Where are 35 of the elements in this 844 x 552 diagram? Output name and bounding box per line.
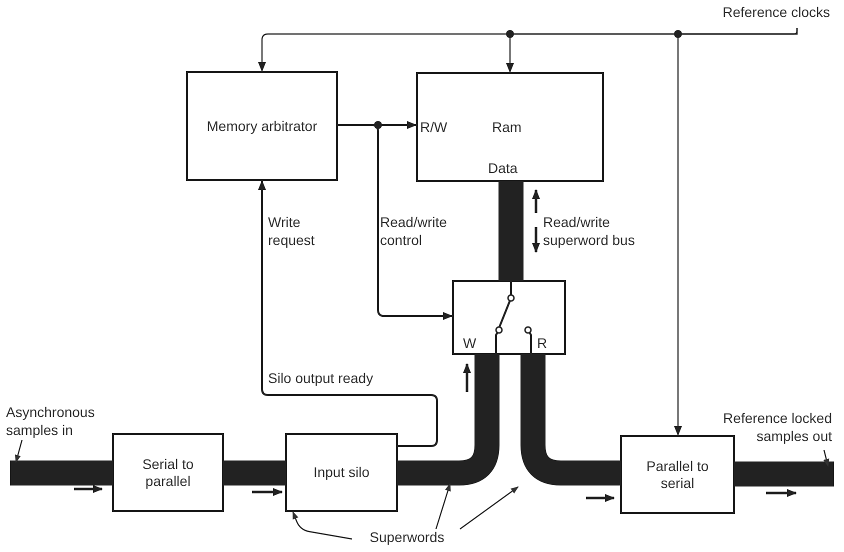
output-label: Reference locked samples out <box>723 410 832 444</box>
data-bus <box>735 462 834 486</box>
port-label: R/W <box>420 119 448 136</box>
data-bus <box>224 460 285 486</box>
process-box <box>285 433 398 512</box>
switch-box <box>452 280 566 355</box>
box-text: Input silo <box>313 464 370 481</box>
data-bus <box>498 182 524 280</box>
input-label: Asynchronous samples in <box>6 404 95 438</box>
process-box <box>620 435 735 514</box>
process-box <box>112 433 224 512</box>
signal-label: Read/write control <box>380 214 448 249</box>
signal-label: Silo output ready <box>268 370 374 388</box>
port-label: Data <box>488 160 518 177</box>
leader-line <box>435 483 451 530</box>
port-label: W <box>463 335 476 352</box>
signal-label: Write request <box>268 214 316 249</box>
box-text: Parallel to serial <box>645 458 710 491</box>
data-bus <box>10 460 112 486</box>
box-text: Memory arbitrator <box>206 118 318 134</box>
signal-label: Reference clocks <box>722 4 830 20</box>
box-text: Ram <box>492 119 522 136</box>
signal-line <box>674 28 798 436</box>
leader-line <box>14 440 23 463</box>
callout-label: Superwords <box>370 529 444 545</box>
leader-line <box>823 450 830 467</box>
box-text: Serial to parallel <box>141 456 195 489</box>
leader-line <box>460 486 519 530</box>
leader-line <box>292 511 352 540</box>
signal-line <box>338 124 453 320</box>
signal-line <box>258 180 438 447</box>
memory-box <box>416 72 604 182</box>
signal-label: Read/write superword bus <box>543 214 636 249</box>
port-label: R <box>537 335 548 352</box>
process-box <box>186 71 338 181</box>
